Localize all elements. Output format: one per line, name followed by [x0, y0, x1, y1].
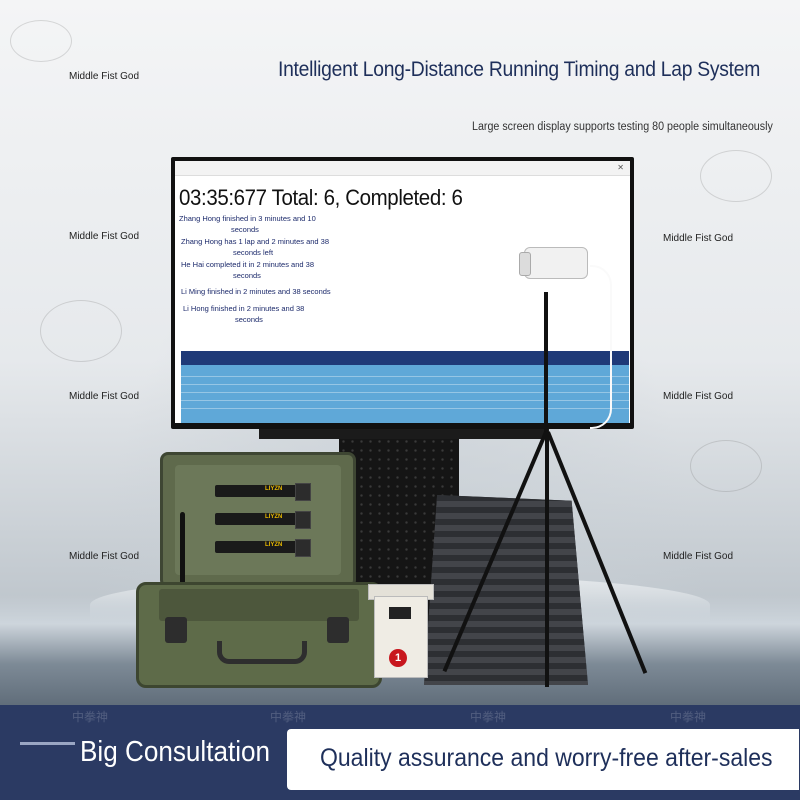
quality-box — [287, 729, 799, 790]
case-lid: LIYZN LIYZN LIYZN — [160, 452, 356, 588]
watermark: Middle Fist God — [69, 231, 140, 242]
finish-message: Li Ming finished in 2 minutes and 38 sec… — [181, 286, 331, 297]
tripod-pole — [544, 292, 548, 437]
strap-buckle — [295, 539, 311, 557]
tripod-leg — [545, 432, 549, 687]
table-row — [181, 377, 629, 385]
wrist-strap: LIYZN — [215, 539, 311, 557]
decorative-pattern — [700, 150, 772, 202]
table-row — [181, 401, 629, 409]
consult-label[interactable]: Big Consultation — [80, 736, 271, 768]
watermark: 中拳神 — [670, 710, 707, 724]
tv-screen: ✕ 03:35:677 Total: 6, Completed: 6 Zhang… — [175, 161, 630, 423]
message-line: seconds — [233, 271, 261, 280]
message-line: Li Hong finished in 2 minutes and 38 — [183, 304, 305, 313]
strap-buckle — [295, 511, 311, 529]
app-titlebar: ✕ — [175, 161, 630, 176]
finish-message: Li Hong finished in 2 minutes and 38 sec… — [183, 303, 304, 325]
case-panel — [159, 589, 359, 621]
message-line: seconds — [235, 315, 263, 324]
finish-message: Zhang Hong finished in 3 minutes and 10 … — [179, 213, 316, 235]
antenna — [180, 512, 185, 590]
strap-tag: LIYZN — [265, 514, 283, 520]
watermark: Middle Fist God — [663, 391, 734, 402]
results-table — [181, 351, 629, 423]
watermark: Middle Fist God — [69, 391, 140, 402]
wrist-strap: LIYZN — [215, 483, 311, 501]
strap-buckle — [295, 483, 311, 501]
box-display — [389, 607, 411, 619]
number-badge: 1 — [389, 649, 407, 667]
message-line: seconds — [231, 225, 259, 234]
case-handle — [217, 641, 307, 664]
decorative-pattern — [690, 440, 762, 492]
message-line: He Hai completed it in 2 minutes and 38 — [181, 260, 314, 269]
case-latch — [165, 617, 187, 643]
camera-device — [519, 247, 588, 279]
page-subtitle: Large screen display supports testing 80… — [472, 121, 773, 133]
strap-tag: LIYZN — [265, 486, 283, 492]
tv-stand-bar — [259, 429, 549, 439]
finish-message: Zhang Hong has 1 lap and 2 minutes and 3… — [181, 236, 329, 258]
page-title: Intelligent Long-Distance Running Timing… — [278, 58, 761, 81]
decorative-pattern — [40, 300, 122, 362]
watermark: 中拳神 — [270, 710, 307, 724]
watermark: Middle Fist God — [69, 71, 140, 82]
table-row — [181, 393, 629, 401]
watermark: Middle Fist God — [69, 551, 140, 562]
message-line: Zhang Hong finished in 3 minutes and 10 — [179, 214, 316, 223]
table-row — [181, 385, 629, 393]
watermark: 中拳神 — [470, 710, 507, 724]
timing-mat — [424, 495, 588, 685]
case-lid-inner: LIYZN LIYZN LIYZN — [175, 465, 341, 575]
watermark: Middle Fist God — [663, 551, 734, 562]
watermark: Middle Fist God — [663, 233, 734, 244]
watermark: 中拳神 — [72, 710, 109, 724]
camera-cable — [590, 265, 612, 429]
message-line: Li Ming finished in 2 minutes and 38 sec… — [181, 287, 331, 296]
message-line: Zhang Hong has 1 lap and 2 minutes and 3… — [181, 237, 330, 246]
message-line: seconds left — [233, 248, 274, 257]
strap-tag: LIYZN — [265, 542, 283, 548]
case-latch — [327, 617, 349, 643]
close-icon[interactable]: ✕ — [617, 163, 624, 172]
table-header — [181, 351, 629, 365]
receiver-box: 1 — [374, 596, 428, 678]
wrist-strap: LIYZN — [215, 511, 311, 529]
finish-message: He Hai completed it in 2 minutes and 38 … — [181, 259, 314, 281]
case-body — [136, 582, 382, 688]
camera-lens — [519, 252, 531, 276]
banner-accent-line — [20, 742, 75, 745]
table-row — [181, 369, 629, 377]
quality-label: Quality assurance and worry-free after-s… — [320, 744, 773, 772]
decorative-pattern — [10, 20, 72, 62]
timer-counter: 03:35:677 Total: 6, Completed: 6 — [179, 185, 463, 210]
